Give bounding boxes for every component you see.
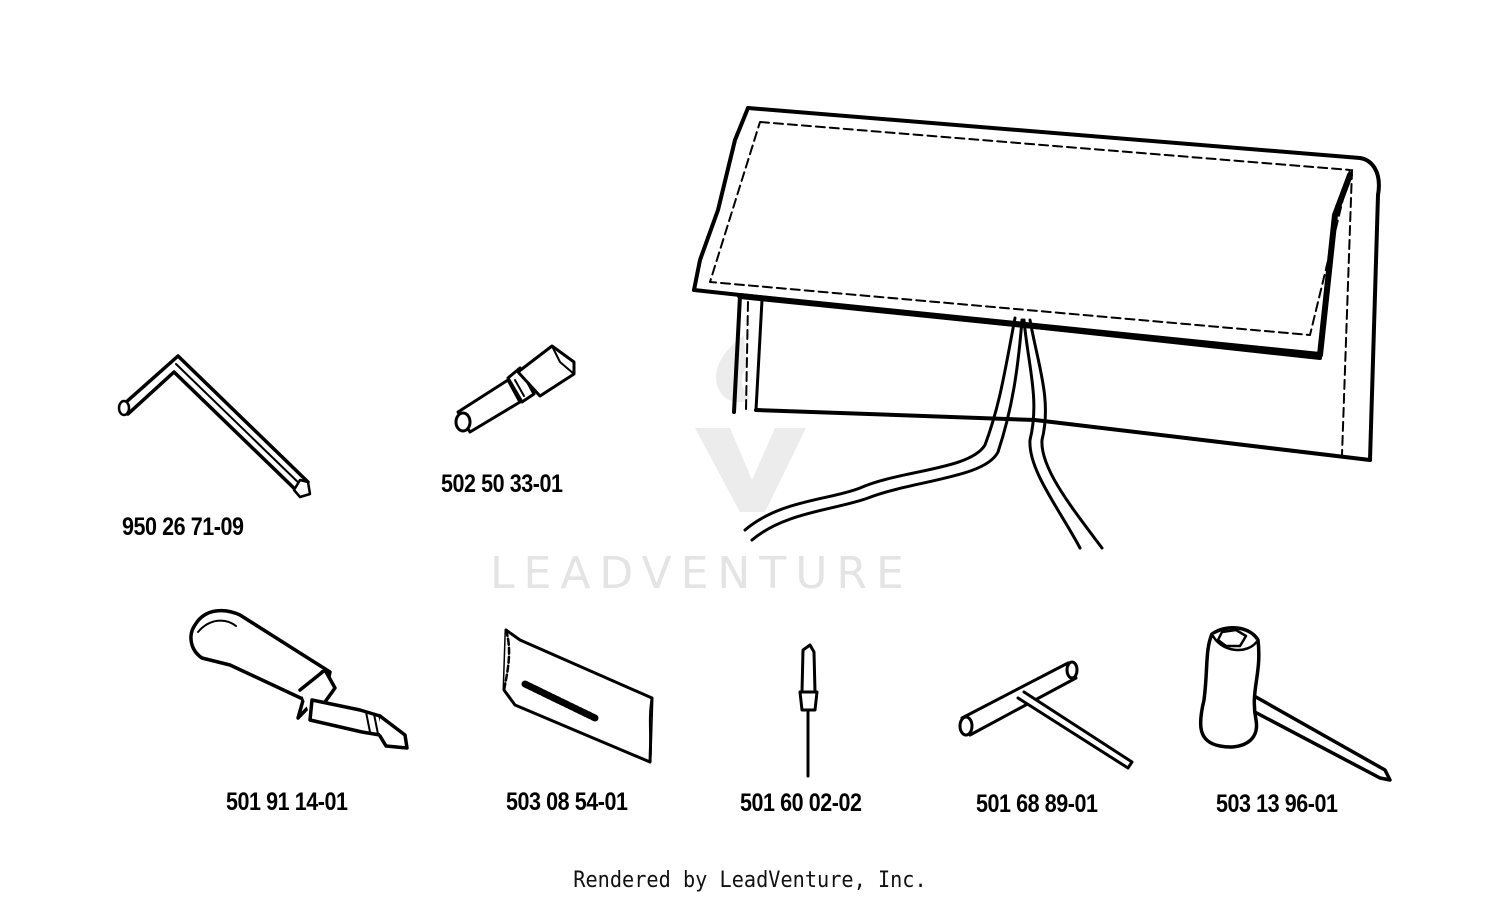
combination-wrench-icon bbox=[1198, 626, 1392, 782]
part-number-combination-wrench: 503 13 96-01 bbox=[1216, 790, 1338, 818]
part-number-file-sleeve: 503 08 54-01 bbox=[506, 788, 628, 816]
footer-credit: Rendered by LeadVenture, Inc. bbox=[573, 868, 927, 893]
part-number-hex-key: 950 26 71-09 bbox=[122, 513, 244, 541]
file-sleeve-icon bbox=[502, 628, 654, 764]
watermark-text: LEADVENTURE bbox=[490, 548, 913, 599]
bearing-tool-icon bbox=[189, 608, 409, 750]
part-number-t-wrench: 501 68 89-01 bbox=[976, 790, 1098, 818]
tool-bag bbox=[692, 106, 1381, 550]
part-number-screwdriver: 501 60 02-02 bbox=[740, 789, 862, 817]
screwdriver-icon bbox=[798, 643, 819, 778]
t-wrench-icon bbox=[958, 660, 1134, 770]
hex-key-icon bbox=[117, 354, 312, 499]
part-number-adapter: 502 50 33-01 bbox=[441, 470, 563, 498]
adapter-icon bbox=[454, 344, 576, 434]
part-number-bearing-tool: 501 91 14-01 bbox=[226, 788, 348, 816]
